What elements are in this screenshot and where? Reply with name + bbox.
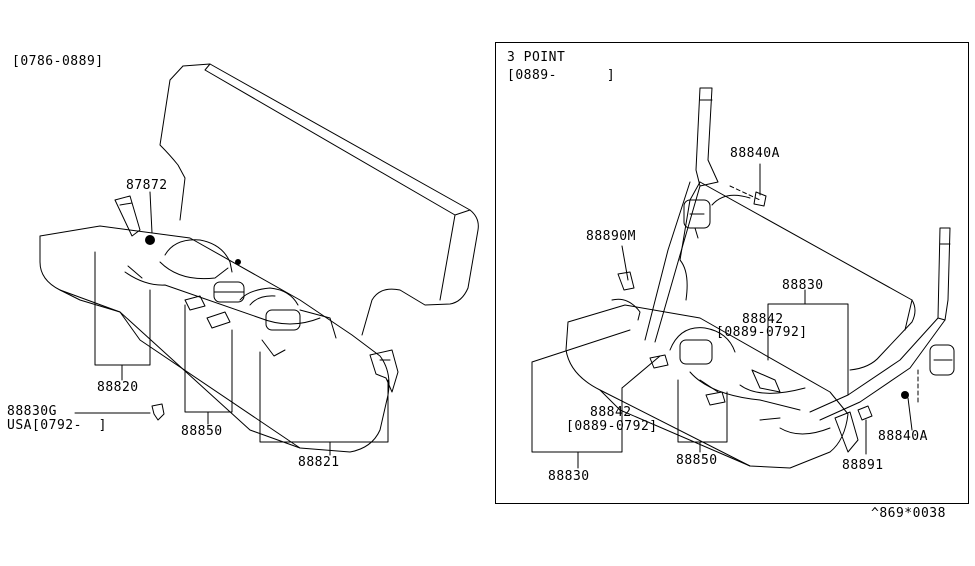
right-seat-drawing [531,87,955,469]
part-88830-bottom-label: 88830 [548,469,590,484]
part-88840a-bottom-label: 88840A [878,429,928,444]
right-panel-title: 3 POINT [507,50,566,65]
part-88842-top-range: [0889-0792] [716,325,808,340]
part-88830-top-label: 88830 [782,278,824,293]
part-88842-top-label: 88842 [742,312,784,327]
part-88821-label: 88821 [298,455,340,470]
right-date-range: [0889- ] [507,68,616,83]
part-88842-bottom-label: 88842 [590,405,632,420]
part-88830g-note: USA[0792- ] [7,418,107,433]
diagram-code: ^869*0038 [871,506,946,521]
part-88830g-label: 88830G [7,404,57,419]
part-88820-label: 88820 [97,380,139,395]
left-date-range: [0786-0889] [12,54,104,69]
left-seat-drawing [39,63,479,456]
three-point-panel-frame [495,42,969,504]
part-88842-bottom-range: [0889-0792] [566,419,658,434]
part-88840a-top-label: 88840A [730,146,780,161]
part-88890m-label: 88890M [586,229,636,244]
part-87872-label: 87872 [126,178,168,193]
part-88891-label: 88891 [842,458,884,473]
part-88850-left-label: 88850 [181,424,223,439]
part-88850-right-label: 88850 [676,453,718,468]
